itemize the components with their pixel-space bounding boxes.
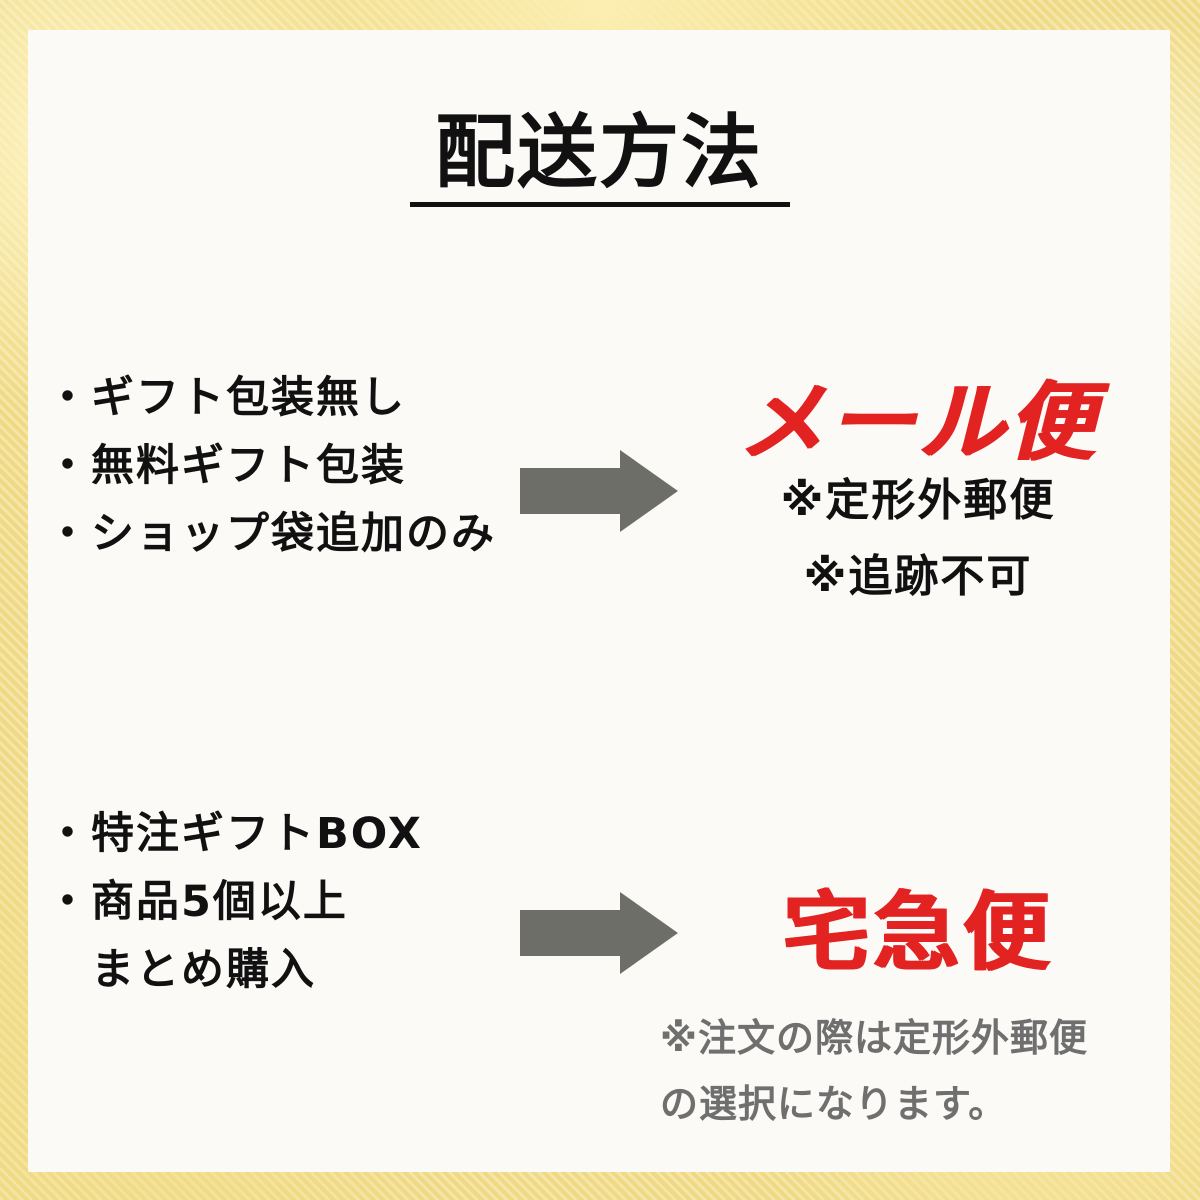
mail-method-label: メール便 — [738, 373, 1098, 473]
title-underline — [410, 202, 790, 207]
right-arrow-icon — [520, 892, 678, 974]
content-panel: 配送方法 ・ギフト包装無し ・無料ギフト包装 ・ショップ袋追加のみ メール便 ※… — [28, 30, 1170, 1172]
list-item: まとめ購入 — [46, 945, 316, 995]
list-item: ・商品5個以上 — [46, 877, 348, 927]
caveat-line: ※注文の際は定形外郵便 — [660, 1016, 1088, 1060]
list-item: ・ショップ袋追加のみ — [46, 509, 496, 559]
right-arrow-icon — [520, 450, 678, 532]
courier-conditions-list: ・特注ギフトBOX ・商品5個以上 まとめ購入 — [46, 800, 423, 1004]
courier-method-label: 宅急便 — [783, 883, 1053, 983]
caveat-line: の選択になります。 — [660, 1082, 1008, 1126]
list-item: ・特注ギフトBOX — [46, 809, 423, 859]
list-item: ・ギフト包装無し — [46, 373, 406, 423]
page-title: 配送方法 — [435, 106, 763, 199]
mail-note-no-tracking: ※追跡不可 — [803, 551, 1033, 602]
mail-note-non-standard: ※定形外郵便 — [780, 475, 1056, 526]
mail-conditions-list: ・ギフト包装無し ・無料ギフト包装 ・ショップ袋追加のみ — [46, 364, 496, 568]
courier-caveat: ※注文の際は定形外郵便 の選択になります。 — [660, 1005, 1165, 1137]
list-item: ・無料ギフト包装 — [46, 441, 406, 491]
